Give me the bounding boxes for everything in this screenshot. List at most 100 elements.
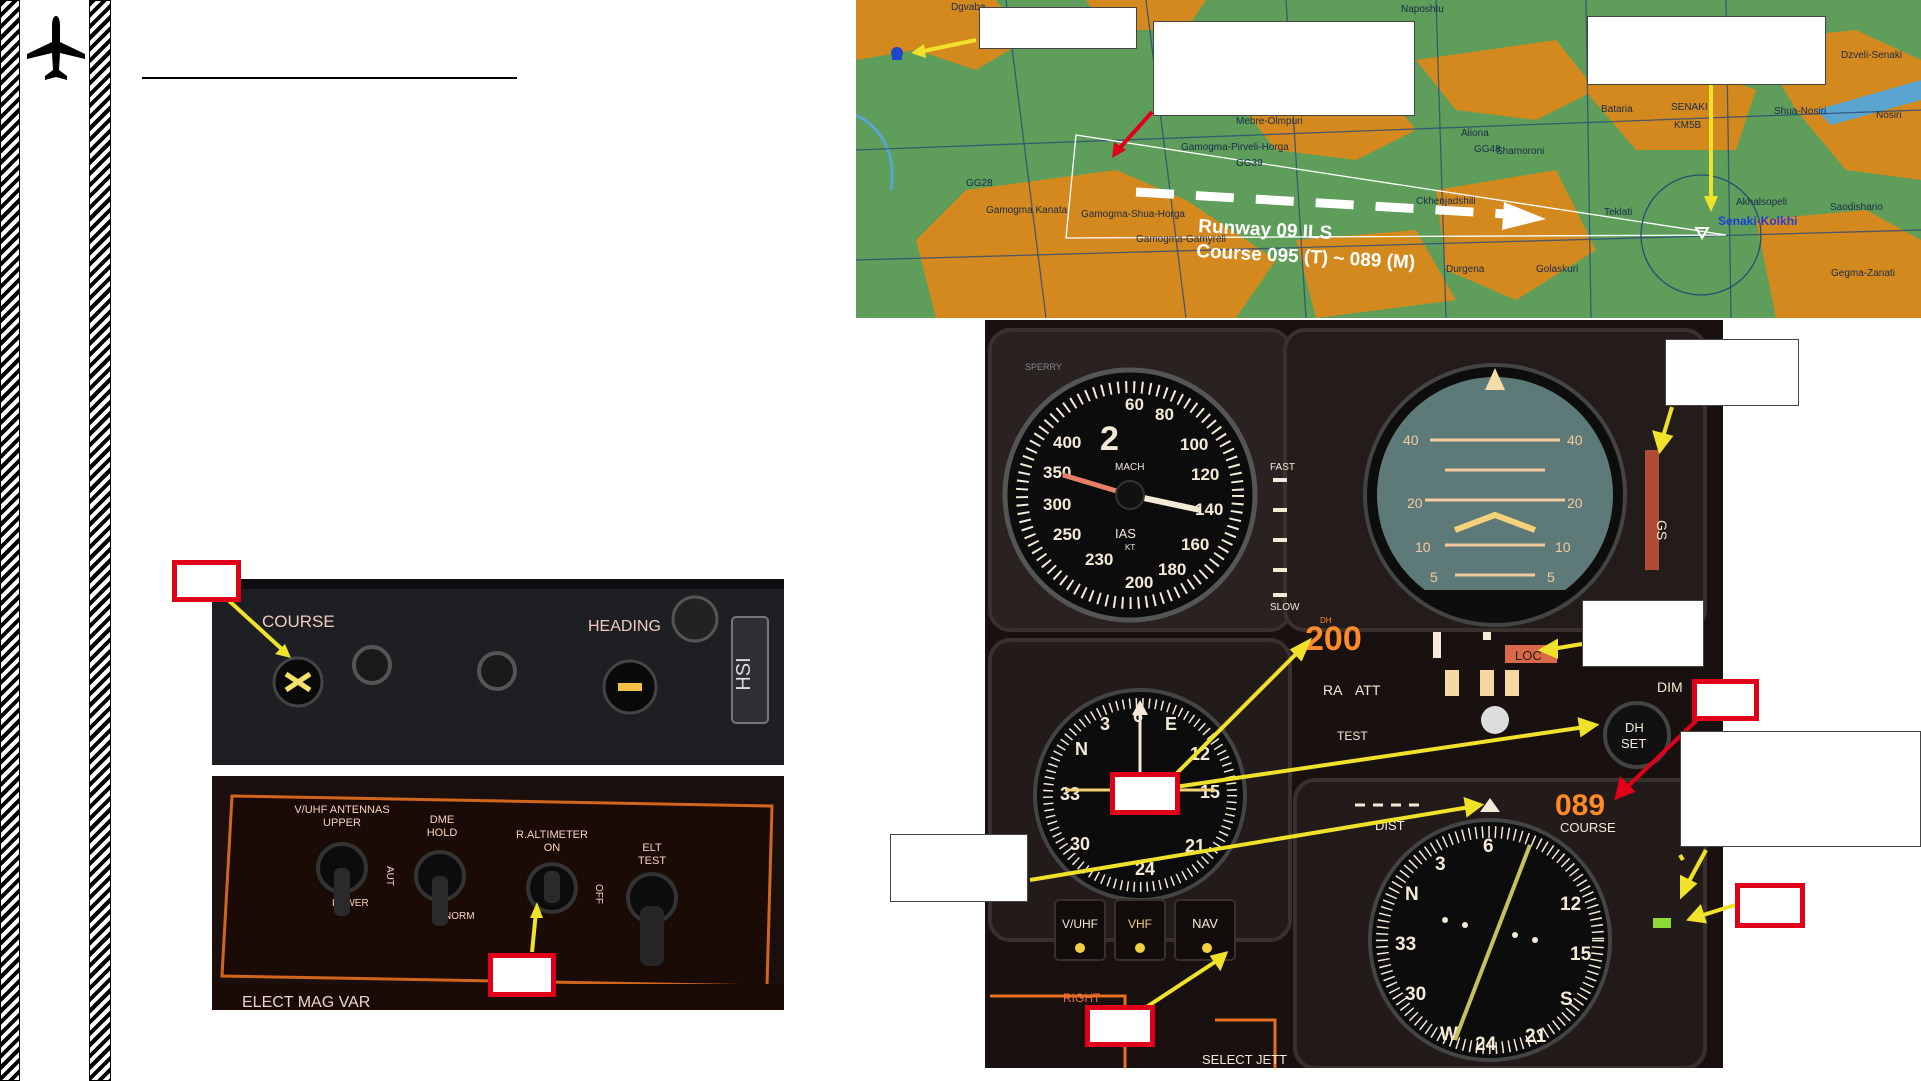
svg-text:Mebre-Olmpuri: Mebre-Olmpuri [1236, 116, 1303, 127]
callout-course-readout [1680, 731, 1921, 847]
svg-text:Gamogma-Gamyreli: Gamogma-Gamyreli [1136, 234, 1226, 245]
callout-dist [890, 834, 1028, 902]
svg-text:120: 120 [1191, 465, 1219, 484]
svg-text:V/UHF: V/UHF [1062, 917, 1098, 931]
hsi-side-label: HSI [733, 657, 755, 690]
svg-text:Shua-Nosiri: Shua-Nosiri [1774, 106, 1826, 117]
svg-text:E: E [1165, 714, 1177, 734]
svg-text:GG28: GG28 [966, 178, 993, 189]
svg-text:GS: GS [1654, 520, 1670, 540]
svg-text:Akhalsopeli: Akhalsopeli [1736, 197, 1787, 208]
nav-source-button[interactable] [1174, 899, 1236, 961]
svg-text:6: 6 [1483, 836, 1494, 857]
svg-text:100: 100 [1180, 435, 1208, 454]
svg-text:Gegma-Zanati: Gegma-Zanati [1831, 268, 1895, 279]
svg-text:400: 400 [1053, 433, 1081, 452]
svg-text:20: 20 [1407, 495, 1423, 511]
callout-green-light-red [1735, 883, 1805, 928]
svg-text:30: 30 [1070, 834, 1090, 854]
vhf-source-button[interactable] [1114, 899, 1166, 961]
svg-text:21: 21 [1525, 1026, 1547, 1047]
svg-text:DH: DH [1625, 720, 1644, 735]
svg-text:24: 24 [1135, 859, 1155, 879]
svg-text:33: 33 [1395, 934, 1416, 955]
svg-text:160: 160 [1181, 535, 1209, 554]
dme-hold-switch[interactable] [414, 850, 466, 926]
svg-text:R.ALTIMETER: R.ALTIMETER [516, 829, 588, 841]
course-heading-panel: COURSE HEADING HSI [212, 579, 784, 765]
svg-text:SPERRY: SPERRY [1025, 362, 1062, 372]
svg-text:LOC: LOC [1515, 648, 1542, 663]
svg-text:10: 10 [1555, 539, 1571, 555]
heading-knob[interactable] [602, 659, 658, 715]
svg-text:24: 24 [1475, 1034, 1497, 1055]
svg-text:180: 180 [1158, 560, 1186, 579]
svg-text:Shamoroni: Shamoroni [1496, 146, 1544, 157]
svg-text:NORM: NORM [444, 911, 475, 922]
svg-text:SELECT JETT: SELECT JETT [1202, 1052, 1287, 1067]
svg-text:230: 230 [1085, 550, 1113, 569]
svg-text:3: 3 [1435, 854, 1446, 875]
callout-glideslope [1665, 339, 1799, 406]
vuhf-antenna-switch[interactable] [316, 842, 368, 916]
vuhf-source-button[interactable] [1054, 899, 1106, 961]
svg-text:DME: DME [430, 814, 454, 826]
svg-text:FAST: FAST [1270, 462, 1295, 473]
callout-loc-flag [1582, 600, 1704, 667]
svg-text:80: 80 [1155, 405, 1174, 424]
svg-text:200: 200 [1125, 573, 1153, 592]
senaki-ils-map: Runway 09 ILS Course 095 (T) ~ 089 (M) D… [856, 0, 1921, 318]
svg-text:ON: ON [544, 842, 561, 854]
svg-text:140: 140 [1195, 500, 1223, 519]
course-knob-callout-box [172, 560, 241, 602]
course-knob[interactable] [272, 656, 324, 708]
map-callout-ils-feather [1153, 21, 1415, 116]
svg-text:300: 300 [1043, 495, 1071, 514]
course-label: COURSE [262, 612, 335, 631]
attitude-director-indicator: 40 40 20 20 10 10 5 5 FAST SLOW [1270, 363, 1670, 627]
svg-text:30: 30 [1405, 984, 1426, 1005]
blank-knob-1 [352, 645, 392, 685]
svg-text:Gamogma-Shua-Horga: Gamogma-Shua-Horga [1081, 209, 1185, 220]
svg-text:Naposhtu: Naposhtu [1401, 4, 1444, 15]
svg-text:DH: DH [1320, 616, 1332, 625]
senaki-kolkhi-label: Senaki-Kolkhi [1718, 214, 1797, 228]
svg-text:60: 60 [1125, 395, 1144, 414]
elt-test-switch[interactable] [626, 872, 678, 966]
svg-text:5: 5 [1547, 569, 1555, 585]
svg-text:W: W [1440, 1024, 1458, 1045]
svg-text:KM5B: KM5B [1674, 120, 1702, 131]
svg-text:S: S [1560, 989, 1573, 1010]
map-callout-beacon [979, 7, 1137, 49]
airspeed-indicator: SPERRY 60 80 100 120 140 160 180 200 230… [1002, 362, 1258, 623]
dh-set-knob[interactable]: DH SET [1603, 701, 1671, 769]
nav-source-selector: V/UHF VHF NAV [1054, 899, 1236, 961]
airplane-icon [25, 12, 87, 82]
callout-dh-readout-red [1110, 772, 1180, 815]
title-underline [142, 77, 517, 79]
blank-knob-2 [477, 651, 517, 691]
svg-text:Gamogma-Pirveli-Horga: Gamogma-Pirveli-Horga [1181, 142, 1289, 153]
runway-heading-arrow [1135, 187, 1546, 230]
svg-text:12: 12 [1560, 894, 1581, 915]
svg-text:IAS: IAS [1115, 526, 1136, 541]
radar-altimeter-switch[interactable] [526, 862, 578, 914]
svg-text:HOLD: HOLD [427, 827, 458, 839]
svg-text:TEST: TEST [1337, 729, 1368, 743]
svg-text:RA: RA [1323, 682, 1343, 698]
svg-text:COURSE: COURSE [1560, 820, 1616, 835]
svg-text:SET: SET [1621, 736, 1646, 751]
callout-nav-button-red [1085, 1005, 1155, 1047]
svg-text:12: 12 [1190, 744, 1210, 764]
svg-text:Teklati: Teklati [1604, 207, 1632, 218]
svg-text:RIGHT: RIGHT [1063, 991, 1101, 1005]
glideslope-indicator: GS [1645, 450, 1670, 570]
decision-height-readout: 200 [1305, 620, 1362, 658]
svg-text:UPPER: UPPER [323, 817, 361, 829]
svg-text:NAV: NAV [1192, 916, 1218, 931]
svg-text:ELT: ELT [642, 842, 662, 854]
svg-text:VHF: VHF [1128, 917, 1152, 931]
antenna-switch-panel: V/UHF ANTENNAS UPPER AUT LOWER DME HOLD … [212, 776, 784, 1010]
map-callout-airfield [1587, 16, 1826, 85]
hsi-course-readout: 089 [1555, 789, 1605, 822]
